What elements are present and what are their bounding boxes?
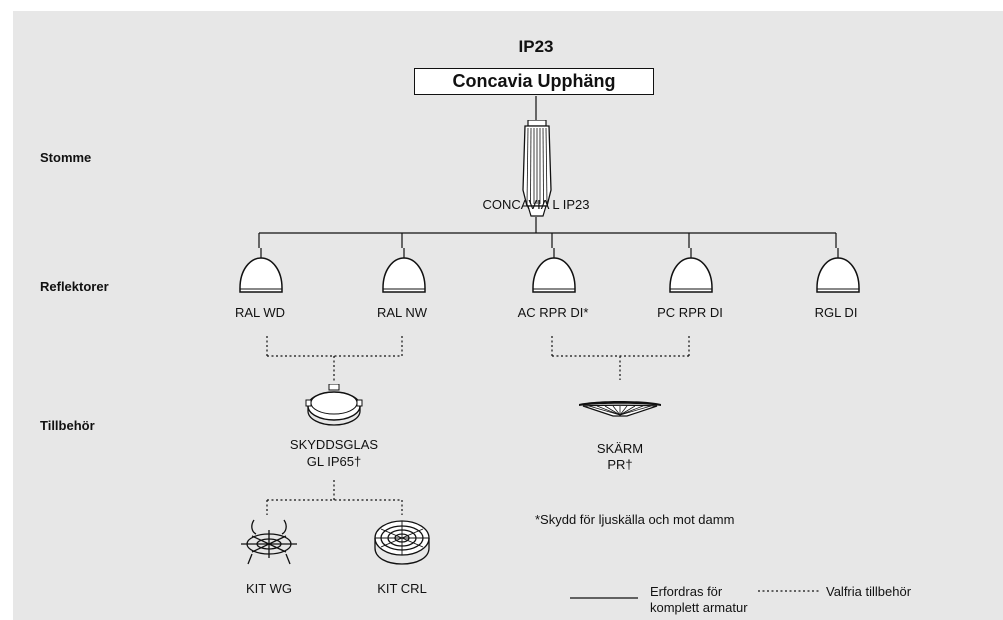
row-label-tillbehor: Tillbehör (40, 418, 95, 433)
reflector-ral-wd-icon (239, 248, 283, 293)
reflector-label: RAL NW (376, 305, 428, 320)
reflector-label: RGL DI (814, 305, 858, 320)
footnote: *Skydd för ljuskälla och mot damm (535, 512, 735, 527)
row-label-reflektorer: Reflektorer (40, 279, 109, 294)
reflector-label: AC RPR DI* (517, 305, 589, 320)
legend-required-text-2: komplett armatur (650, 600, 748, 615)
cell-louver-kit-icon (374, 520, 430, 565)
skarm-code: PR† (607, 457, 633, 472)
skarm-label: SKÄRM (596, 441, 644, 456)
legend-required-text: Erfordras för (650, 584, 723, 599)
wire-guard-kit-icon (241, 519, 297, 565)
protective-glass-icon (305, 384, 363, 426)
reflector-ac-rpr-di-icon (532, 248, 576, 293)
diagram-panel (13, 11, 1003, 620)
louver-screen-icon (579, 401, 661, 417)
reflector-label: PC RPR DI (657, 305, 723, 320)
reflector-label: RAL WD (234, 305, 286, 320)
row-label-stomme: Stomme (40, 150, 92, 165)
skyddsglas-label: SKYDDSGLAS (289, 437, 379, 452)
kit-wg-label: KIT WG (246, 581, 292, 596)
reflector-pc-rpr-di-icon (669, 248, 713, 293)
reflector-rgl-di-icon (816, 248, 860, 293)
stomme-name: CONCAVIA L IP23 (482, 197, 590, 212)
ip-rating-title: IP23 (518, 37, 554, 56)
product-box: Concavia Upphäng (414, 68, 654, 95)
skyddsglas-code: GL IP65† (306, 454, 362, 469)
kit-crl-label: KIT CRL (377, 581, 427, 596)
legend-optional-text: Valfria tillbehör (826, 584, 912, 599)
reflector-ral-nw-icon (382, 248, 426, 293)
lamp-body-icon (522, 120, 552, 217)
